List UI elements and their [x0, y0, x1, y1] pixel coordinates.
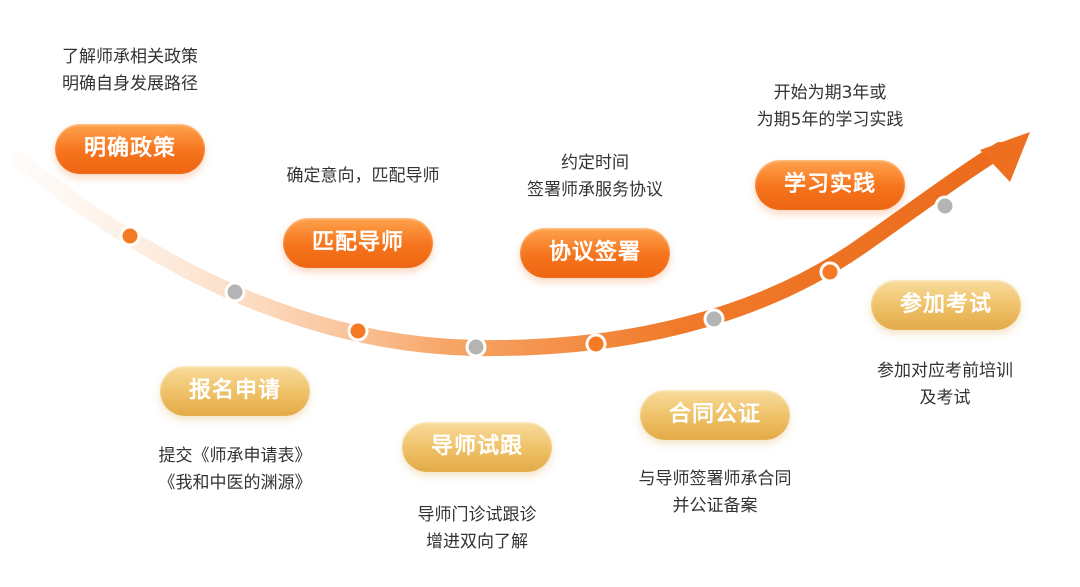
step-8-badge: 参加考试	[871, 280, 1021, 330]
node-2	[224, 281, 246, 303]
step-5-badge: 协议签署	[520, 228, 670, 278]
step-2-description: 提交《师承申请表》 《我和中医的渊源》	[130, 443, 340, 497]
step-7-desc-line-2: 为期5年的学习实践	[756, 110, 904, 130]
step-2-badge: 报名申请	[160, 366, 310, 416]
step-4-desc-line-2: 增进双向了解	[426, 532, 528, 552]
step-6-badge: 合同公证	[640, 390, 790, 440]
step-2-desc-line-1: 提交《师承申请表》	[158, 446, 312, 466]
step-4-description: 导师门诊试跟诊 增进双向了解	[386, 502, 568, 556]
node-7	[819, 261, 841, 283]
step-5-desc-line-2: 签署师承服务协议	[527, 180, 663, 200]
step-7-description: 开始为期3年或 为期5年的学习实践	[725, 80, 935, 134]
step-7-desc-line-1: 开始为期3年或	[773, 83, 887, 103]
arrow-head-icon	[980, 132, 1030, 182]
node-5	[585, 333, 607, 355]
step-8-description: 参加对应考前培训 及考试	[845, 358, 1045, 412]
step-3-desc-line-1: 确定意向，匹配导师	[286, 166, 440, 186]
step-8-desc-line-1: 参加对应考前培训	[877, 361, 1013, 381]
step-1-badge: 明确政策	[55, 124, 205, 174]
step-8-desc-line-2: 及考试	[919, 388, 971, 408]
node-4	[465, 336, 487, 358]
node-8	[934, 195, 956, 217]
step-1-desc-line-1: 了解师承相关政策	[62, 47, 198, 67]
step-1-description: 了解师承相关政策 明确自身发展路径	[30, 44, 230, 98]
node-3	[347, 320, 369, 342]
step-7-badge: 学习实践	[755, 160, 905, 210]
node-6	[703, 308, 725, 330]
step-1-desc-line-2: 明确自身发展路径	[62, 74, 198, 94]
step-2-desc-line-2: 《我和中医的渊源》	[158, 473, 312, 493]
step-4-badge: 导师试跟	[402, 422, 552, 472]
step-3-description: 确定意向，匹配导师	[258, 163, 468, 190]
step-3-badge: 匹配导师	[283, 218, 433, 268]
step-6-description: 与导师签署师承合同 并公证备案	[605, 466, 825, 520]
step-6-desc-line-2: 并公证备案	[672, 496, 758, 516]
step-6-desc-line-1: 与导师签署师承合同	[638, 469, 792, 489]
step-5-description: 约定时间 签署师承服务协议	[490, 150, 700, 204]
node-1	[119, 225, 141, 247]
step-4-desc-line-1: 导师门诊试跟诊	[417, 505, 537, 525]
step-5-desc-line-1: 约定时间	[561, 153, 629, 173]
